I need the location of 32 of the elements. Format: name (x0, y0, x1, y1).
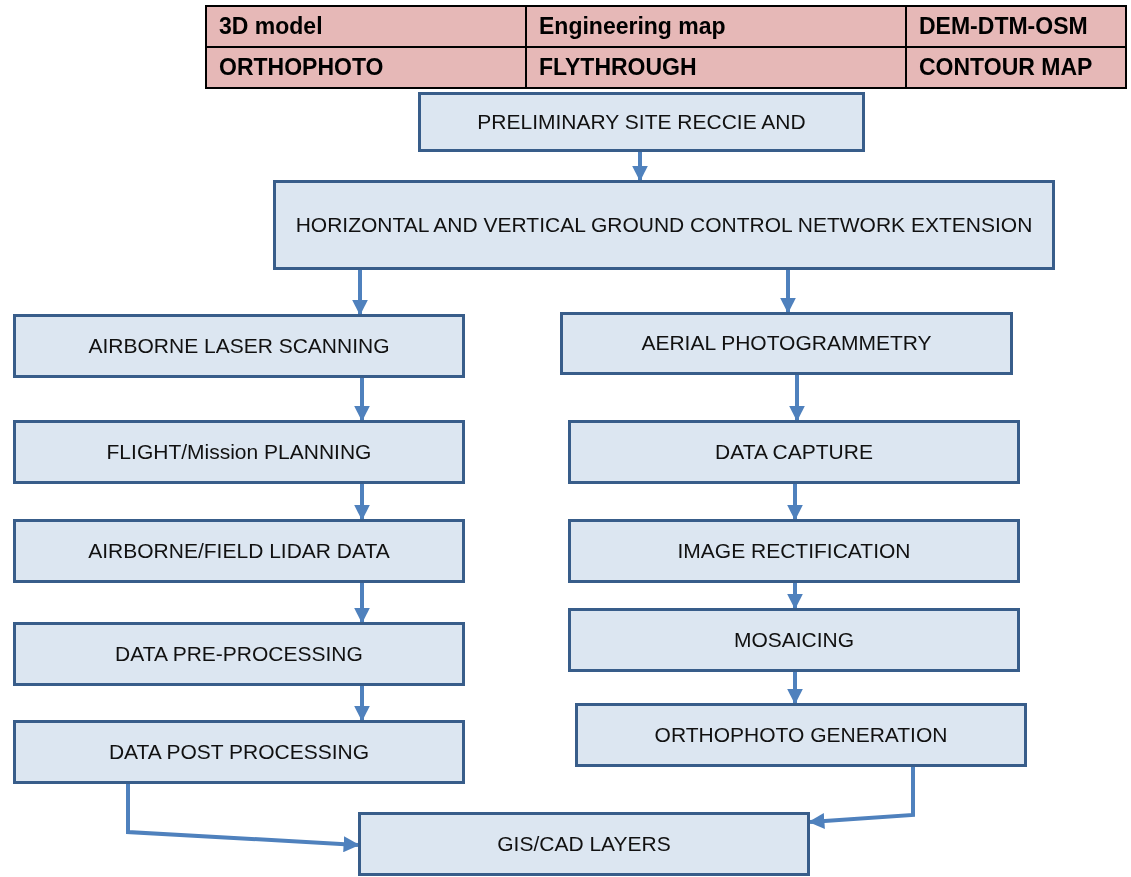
table-cell: 3D model (207, 7, 527, 48)
process-box: DATA CAPTURE (568, 420, 1020, 484)
process-box: FLIGHT/Mission PLANNING (13, 420, 465, 484)
arrow (352, 270, 368, 316)
process-box: DATA POST PROCESSING (13, 720, 465, 784)
arrow (354, 686, 370, 722)
process-box: DATA PRE-PROCESSING (13, 622, 465, 686)
arrow (808, 767, 915, 829)
arrow (354, 378, 370, 422)
arrow (787, 583, 803, 610)
table-cell: FLYTHROUGH (527, 48, 907, 89)
table-cell: Engineering map (527, 7, 907, 48)
table-cell: DEM-DTM-OSM (907, 7, 1127, 48)
process-box: IMAGE RECTIFICATION (568, 519, 1020, 583)
arrow (787, 484, 803, 521)
table-cell: ORTHOPHOTO (207, 48, 527, 89)
process-box: AIRBORNE/FIELD LIDAR DATA (13, 519, 465, 583)
arrow (126, 784, 360, 853)
process-box: ORTHOPHOTO GENERATION (575, 703, 1027, 767)
arrow (789, 375, 805, 422)
process-box: PRELIMINARY SITE RECCIE AND (418, 92, 865, 152)
process-box: HORIZONTAL AND VERTICAL GROUND CONTROL NETWORK EXTENSION (273, 180, 1055, 270)
arrow (787, 672, 803, 705)
process-box: AIRBORNE LASER SCANNING (13, 314, 465, 378)
process-box: GIS/CAD LAYERS (358, 812, 810, 876)
process-box: MOSAICING (568, 608, 1020, 672)
arrow (780, 270, 796, 314)
table-cell: CONTOUR MAP (907, 48, 1127, 89)
process-box: AERIAL PHOTOGRAMMETRY (560, 312, 1013, 375)
arrow (632, 152, 648, 182)
arrow (354, 484, 370, 521)
arrow (354, 583, 370, 624)
